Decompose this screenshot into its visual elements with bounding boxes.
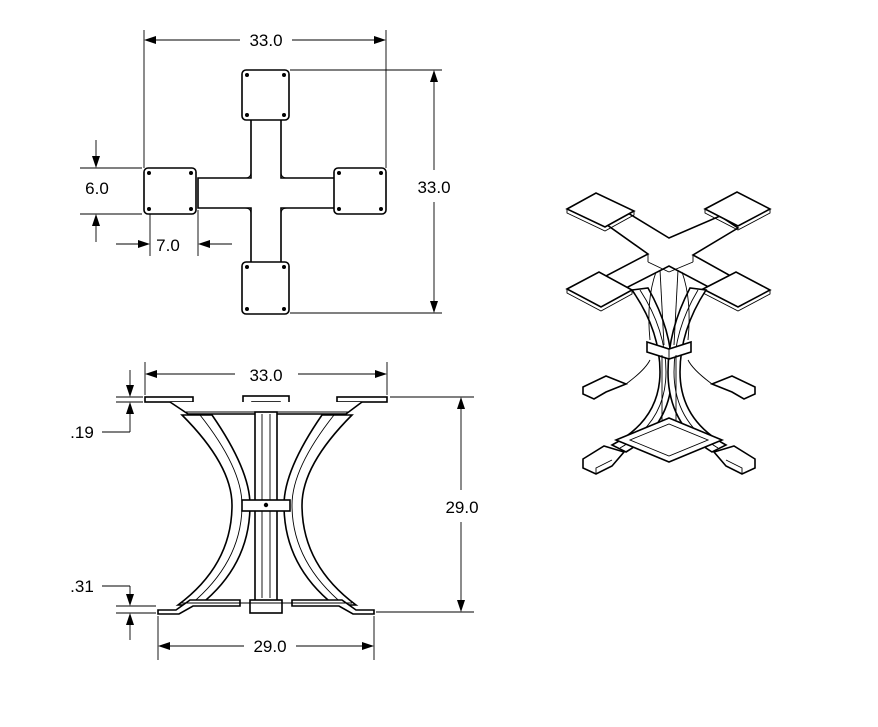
top-view-pad-holes (147, 73, 383, 311)
front-view-top-plate-right (336, 396, 388, 403)
dim-front-plate-thickness: .19 (70, 370, 143, 442)
front-view-leg-right (283, 414, 359, 606)
front-view-plate-thickness-label: .19 (70, 423, 94, 442)
front-view-top-plate-left (144, 396, 194, 403)
iso-foot-back-left (582, 375, 629, 400)
front-view-foot-center (249, 599, 283, 614)
front-view: 33.0 29.0 29.0 (70, 362, 479, 660)
front-view-height-label: 29.0 (445, 498, 478, 517)
dim-top-pad: 6.0 (80, 140, 142, 242)
isometric-view (565, 191, 772, 475)
top-view-pad-bottom (241, 261, 290, 315)
dim-front-width: 33.0 (144, 362, 388, 395)
dim-top-height: 33.0 (290, 69, 451, 314)
front-view-base-label: 29.0 (253, 637, 286, 656)
dim-front-height: 29.0 (376, 396, 479, 613)
front-view-width-label: 33.0 (249, 366, 282, 385)
top-view-height-label: 33.0 (417, 178, 450, 197)
iso-foot-front-right (712, 445, 756, 475)
front-view-foot-left (157, 599, 241, 615)
dim-top-offset: 7.0 (116, 210, 232, 256)
top-view-offset-label: 7.0 (156, 236, 180, 255)
top-view-pad-left (143, 167, 197, 215)
top-view-pad-label: 6.0 (85, 179, 109, 198)
dim-top-width: 33.0 (143, 30, 387, 168)
front-view-foot-right (291, 599, 375, 615)
iso-foot-front-left (582, 445, 626, 475)
front-view-foot-thickness-label: .31 (70, 577, 94, 596)
iso-top-cross (600, 209, 740, 293)
top-view-pad-top (241, 69, 290, 121)
dim-front-base: 29.0 (157, 616, 375, 660)
dim-front-foot-thickness: .31 (70, 577, 156, 640)
top-view-width-label: 33.0 (249, 31, 282, 50)
top-view: 33.0 33.0 6.0 (80, 30, 451, 315)
front-view-leg-left (175, 414, 251, 606)
iso-foot-back-right (709, 375, 756, 400)
top-view-pad-right (333, 167, 387, 215)
top-view-cross (197, 117, 336, 266)
